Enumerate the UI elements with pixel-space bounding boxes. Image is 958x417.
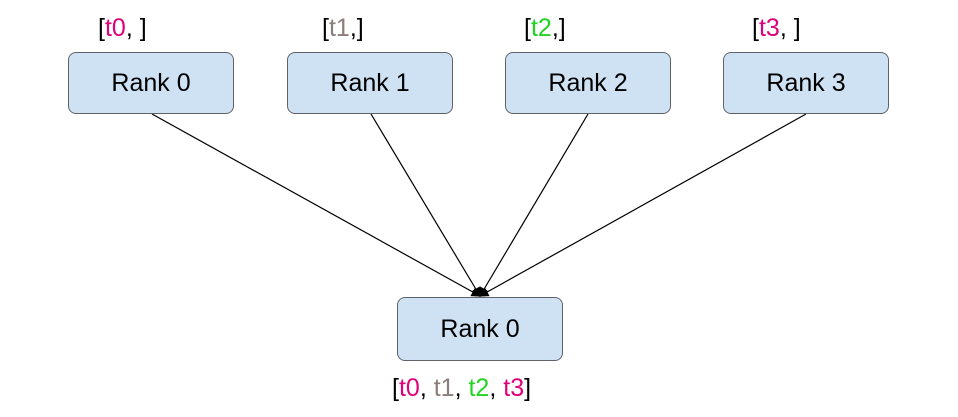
- source-tag-0: [t0, ]: [98, 14, 147, 42]
- tensor-t3: t3: [758, 14, 780, 42]
- box-label: Rank 2: [548, 68, 628, 97]
- source-tag-1: [t1,]: [322, 14, 364, 42]
- tag-rest: , ]: [125, 14, 147, 42]
- source-box-rank-2: Rank 2: [505, 52, 671, 114]
- result-tensor-t1: t1: [433, 374, 455, 402]
- tag-open-bracket: [: [524, 14, 531, 42]
- tag-open-bracket: [: [752, 14, 759, 42]
- source-tag-2: [t2,]: [524, 14, 566, 42]
- result-tensor-t0: t0: [398, 374, 420, 402]
- box-label: Rank 1: [330, 68, 410, 97]
- result-separator: ,: [489, 374, 504, 402]
- source-box-rank-1: Rank 1: [287, 52, 453, 114]
- source-box-rank-3: Rank 3: [723, 52, 889, 114]
- box-label: Rank 0: [111, 68, 191, 97]
- tag-rest: ,]: [551, 14, 566, 42]
- result-tensor-t2: t2: [468, 374, 490, 402]
- result-open-bracket: [: [392, 374, 399, 402]
- result-separator: ,: [419, 374, 434, 402]
- tag-open-bracket: [: [98, 14, 105, 42]
- tensor-t1: t1: [328, 14, 350, 42]
- tensor-t2: t2: [530, 14, 552, 42]
- result-tensor-t3: t3: [503, 374, 525, 402]
- result-separator: ,: [454, 374, 469, 402]
- source-tag-3: [t3, ]: [752, 14, 801, 42]
- edge-rank3-to-target: [478, 113, 807, 297]
- source-box-rank-0: Rank 0: [68, 52, 234, 114]
- result-tag: [t0, t1, t2, t3]: [392, 374, 531, 402]
- target-box-rank-0: Rank 0: [397, 297, 563, 361]
- edge-rank2-to-target: [479, 113, 589, 298]
- result-close-bracket: ]: [524, 374, 532, 402]
- box-label: Rank 0: [440, 314, 520, 343]
- box-label: Rank 3: [766, 68, 846, 97]
- tag-rest: ,]: [349, 14, 364, 42]
- edge-rank0-to-target: [151, 113, 482, 297]
- tensor-t0: t0: [104, 14, 126, 42]
- tag-open-bracket: [: [322, 14, 329, 42]
- tag-rest: , ]: [779, 14, 801, 42]
- edge-rank1-to-target: [370, 113, 481, 298]
